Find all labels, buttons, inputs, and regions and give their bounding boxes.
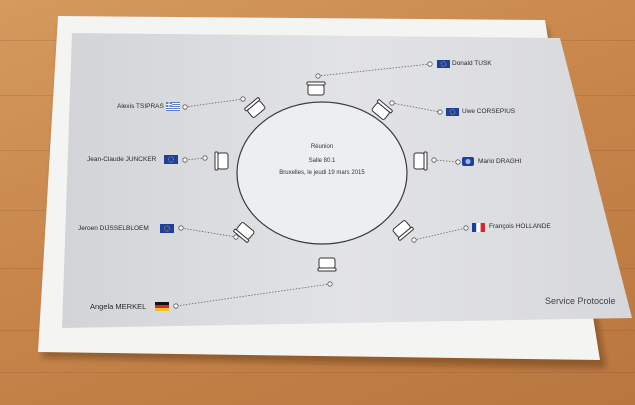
eu-flag-icon [437, 60, 450, 68]
name-corsepius: Uwe CORSEPIUS [462, 108, 516, 115]
meeting-room: Salle 80.1 [308, 158, 336, 164]
name-dijsselbloem: Jeroen DIJSSELBLOEM [78, 225, 149, 232]
germany-flag-icon [155, 302, 169, 311]
chair-icon [371, 99, 393, 120]
eu-flag-icon [160, 224, 174, 233]
eu-flag-icon [446, 108, 459, 116]
connector-tsipras [184, 98, 244, 108]
name-tsipras: Alexis TSIPRAS [117, 103, 164, 110]
connector-corsepius [391, 102, 441, 113]
connector-dijsselbloem [180, 227, 237, 238]
connector-tusk [317, 63, 431, 77]
chair-icon [392, 220, 414, 241]
meeting-place-date: Bruxelles, le jeudi 19 mars 2015 [279, 170, 365, 176]
name-hollande: François HOLLANDE [489, 223, 551, 230]
ecb-logo-icon [462, 157, 474, 166]
connector-merkel [175, 283, 331, 307]
chair-icon [317, 257, 337, 272]
chair-icon [244, 97, 266, 118]
meeting-heading: Réunion [310, 144, 334, 150]
chair-icon [413, 151, 428, 171]
chair-icon [233, 222, 255, 243]
footer-label: Service Protocole [545, 296, 616, 306]
name-juncker: Jean-Claude JUNCKER [87, 156, 157, 163]
chair-icon [214, 151, 229, 171]
name-tusk: Donald TUSK [452, 60, 492, 67]
name-merkel: Angela MERKEL [90, 302, 147, 311]
chair-icon [306, 81, 326, 96]
name-draghi: Mario DRAGHI [478, 158, 522, 165]
eu-flag-icon [164, 155, 178, 164]
greece-flag-icon [166, 102, 180, 111]
round-table [236, 101, 408, 245]
france-flag-icon [472, 223, 485, 232]
connector-draghi [433, 159, 459, 163]
connector-juncker [184, 157, 206, 161]
